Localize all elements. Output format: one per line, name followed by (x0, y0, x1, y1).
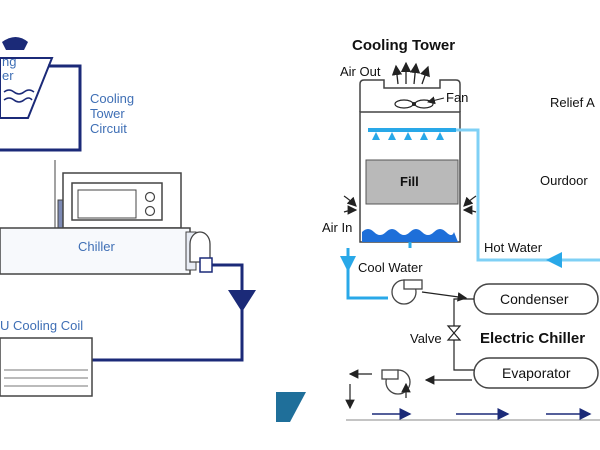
left-tower-water-waves (3, 89, 35, 103)
fan-pointer (427, 96, 445, 105)
left-tower-top-fan (2, 37, 28, 50)
hot-water-label: Hot Water (484, 240, 543, 255)
outdoor-air-label: Ourdoor (540, 173, 588, 188)
cooling-tower-circuit-line-1: Cooling (90, 91, 134, 106)
control-knob-icon (144, 205, 156, 217)
spray-nozzle-icon (420, 132, 428, 140)
pump-to-condenser-pipe (421, 291, 468, 302)
air-out-arrow (420, 65, 430, 85)
evaporator-label: Evaporator (502, 365, 571, 381)
left-cooling-tower (0, 57, 54, 119)
condenser-pump-icon (391, 279, 423, 305)
refrigerant-line (453, 298, 474, 371)
right-panel: Cooling Tower Air Out Fan Fill Air I (322, 37, 600, 421)
spray-nozzle-icon (436, 132, 444, 140)
panel-divider-accent (276, 392, 306, 422)
condenser-label: Condenser (500, 291, 569, 307)
cooling-tower-circuit-line-2: Tower (90, 106, 125, 121)
tower-circuit-pipe (0, 64, 82, 152)
control-panel-screen (77, 189, 137, 219)
cool-water-label: Cool Water (358, 260, 423, 275)
spray-header (368, 128, 456, 132)
cooling-tower-circuit-line-3: Circuit (90, 121, 127, 136)
cooling-tower-title: Cooling Tower (352, 37, 455, 54)
spray-nozzle-icon (372, 132, 380, 140)
valve-label: Valve (410, 331, 442, 346)
chilled-water-pipe (92, 263, 244, 362)
air-in-label: Air In (322, 220, 352, 235)
basin-water (362, 229, 458, 242)
evaporator-box (473, 357, 599, 389)
fill-label: Fill (400, 174, 419, 189)
spray-nozzle-icon (388, 132, 396, 140)
electric-chiller-label: Electric Chiller (480, 330, 585, 347)
left-panel: ng er Cooling Tower Circuit Chiller U Co… (0, 37, 256, 397)
chiller-label: Chiller (78, 239, 116, 254)
cooling-coil-fins (4, 369, 88, 387)
tower-casing (359, 79, 461, 112)
fill-media (365, 159, 459, 205)
air-in-arrow (463, 195, 477, 207)
left-tower-label-1: ng (2, 54, 16, 69)
spray-nozzle-icon (404, 132, 412, 140)
air-in-arrow (343, 205, 358, 215)
air-in-arrow (343, 195, 357, 207)
cooling-coil-label: U Cooling Coil (0, 318, 83, 333)
hot-water-pipe (456, 128, 600, 262)
cooling-coil-body (0, 337, 93, 397)
control-knob-icon (144, 191, 156, 203)
air-out-arrow (391, 64, 403, 85)
chiller-outlet-fitting (199, 257, 213, 273)
pump-triangle-icon (228, 290, 256, 312)
fan-icon (394, 99, 434, 109)
chiller-dome (189, 231, 211, 263)
relief-air-label: Relief A (550, 95, 595, 110)
air-in-arrow (462, 205, 477, 215)
fan-label: Fan (446, 90, 468, 105)
valve-icon (446, 325, 462, 341)
left-tower-label-2: er (2, 68, 14, 83)
air-out-arrow (409, 62, 421, 85)
air-out-label: Air Out (340, 64, 381, 79)
chiller-body (0, 227, 191, 275)
